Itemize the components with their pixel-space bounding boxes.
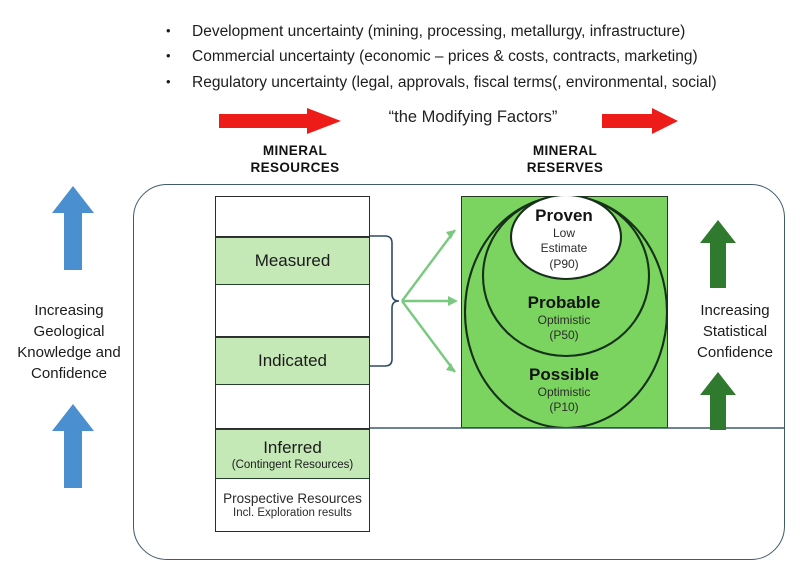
bullet-text: Commercial uncertainty (economic – price… — [192, 48, 698, 66]
resource-cell-blank — [216, 197, 369, 237]
side-label-line: Confidence — [31, 365, 107, 382]
label-increasing-statistical-confidence: Increasing Statistical Confidence — [676, 300, 794, 363]
side-label-line: Increasing — [34, 302, 104, 319]
reserve-sub: Optimistic — [537, 384, 591, 399]
side-label-line: Statistical — [702, 323, 768, 340]
reserve-title: Probable — [527, 293, 601, 312]
resource-cell-measured[interactable]: Measured — [216, 237, 369, 285]
reserve-sub: (P10) — [549, 400, 579, 415]
bullet-marker-icon: • — [166, 48, 171, 64]
arrow-right-icon — [219, 108, 341, 134]
arrow-up-icon — [52, 404, 94, 488]
reserve-label-proven: Proven Low Estimate (P90) — [464, 206, 664, 272]
arrow-up-icon — [700, 372, 736, 430]
side-label-line: Geological — [33, 323, 105, 340]
side-label-line: Knowledge and — [17, 344, 121, 361]
reserve-title: Proven — [535, 206, 593, 225]
resource-cell-blank — [216, 285, 369, 337]
resource-cell-blank — [216, 385, 369, 429]
resource-sublabel: Incl. Exploration results — [233, 507, 352, 519]
side-label-line: Increasing — [700, 302, 770, 319]
heading-mineral-reserves: MINERAL RESERVES — [490, 142, 640, 177]
reserve-label-possible: Possible Optimistic (P10) — [464, 365, 664, 416]
bullet-text: Development uncertainty (mining, process… — [192, 23, 686, 40]
list-item: • Development uncertainty (mining, proce… — [166, 22, 786, 42]
resource-sublabel: (Contingent Resources) — [231, 458, 354, 471]
reserve-sub: (P90) — [549, 256, 579, 271]
reserve-title: Possible — [529, 365, 599, 384]
heading-mineral-resources: MINERAL RESOURCES — [220, 142, 370, 177]
bullet-marker-icon: • — [166, 23, 171, 38]
bullet-marker-icon: • — [166, 73, 171, 89]
resource-label: Indicated — [258, 351, 327, 370]
reserve-sub: (P50) — [549, 328, 579, 343]
label-increasing-geological-confidence: Increasing Geological Knowledge and Conf… — [10, 300, 128, 384]
mineral-resources-column: Measured Indicated Inferred (Contingent … — [215, 196, 370, 532]
list-item: • Regulatory uncertainty (legal, approva… — [166, 73, 786, 93]
reserve-sub: Optimistic — [537, 312, 591, 327]
heading-line: RESOURCES — [250, 160, 340, 176]
resource-cell-indicated[interactable]: Indicated — [216, 337, 369, 385]
arrow-up-icon — [52, 186, 94, 270]
resource-label: Prospective Resources — [223, 491, 362, 506]
uncertainty-bullet-list: • Development uncertainty (mining, proce… — [166, 22, 786, 98]
reserve-sub: Low — [552, 225, 575, 240]
heading-line: MINERAL — [532, 143, 598, 158]
reserve-label-probable: Probable Optimistic (P50) — [464, 293, 664, 344]
resource-label: Measured — [254, 251, 331, 270]
heading-line: RESERVES — [526, 160, 604, 176]
resource-cell-prospective[interactable]: Prospective Resources Incl. Exploration … — [216, 479, 369, 531]
diagram-outer-frame — [133, 184, 785, 560]
arrow-right-icon — [602, 108, 678, 134]
reserve-sub: Estimate — [540, 241, 588, 256]
resource-label: Inferred — [263, 437, 322, 457]
bullet-text: Regulatory uncertainty (legal, approvals… — [192, 73, 717, 91]
list-item: • Commercial uncertainty (economic – pri… — [166, 47, 786, 67]
arrow-up-icon — [700, 220, 736, 288]
side-label-line: Confidence — [697, 344, 773, 361]
modifying-factors-label: “the Modifying Factors” — [388, 108, 558, 126]
heading-line: MINERAL — [262, 143, 328, 158]
resource-cell-inferred[interactable]: Inferred (Contingent Resources) — [216, 429, 369, 479]
